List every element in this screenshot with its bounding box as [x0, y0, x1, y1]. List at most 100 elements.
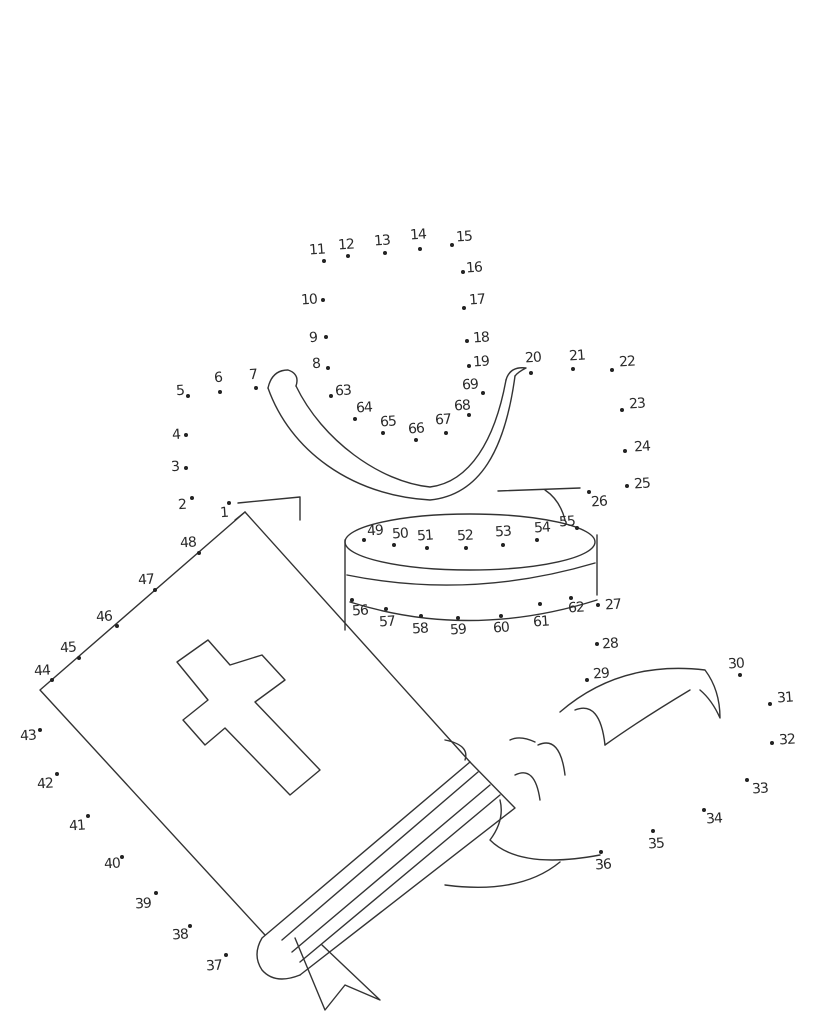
- dot-27: [596, 603, 600, 607]
- dot-43: [38, 728, 42, 732]
- dot-number-label: 24: [633, 438, 651, 456]
- dot-number-label: 23: [628, 395, 646, 413]
- dot-number-label: 34: [705, 810, 723, 828]
- dot-number-label: 26: [590, 493, 608, 511]
- dot-25: [625, 484, 629, 488]
- dot-68: [467, 413, 471, 417]
- dot-53: [501, 543, 505, 547]
- dot-number-label: 21: [568, 347, 586, 365]
- dot-5: [186, 394, 190, 398]
- dot-10: [321, 298, 325, 302]
- dot-47: [153, 588, 157, 592]
- dot-number-label: 14: [409, 226, 427, 244]
- dot-17: [462, 306, 466, 310]
- dot-number-label: 48: [179, 534, 197, 552]
- dot-number-label: 27: [604, 596, 622, 614]
- dot-11: [322, 259, 326, 263]
- dot-number-label: 32: [778, 731, 796, 749]
- dot-30: [738, 673, 742, 677]
- dot-18: [465, 339, 469, 343]
- dot-number-label: 62: [567, 599, 585, 617]
- dot-number-label: 17: [468, 291, 486, 309]
- dot-63: [329, 394, 333, 398]
- dot-number-label: 43: [19, 727, 37, 745]
- dot-number-label: 49: [366, 522, 384, 540]
- dot-6: [218, 390, 222, 394]
- dot-number-label: 65: [379, 413, 397, 431]
- dot-number-label: 38: [171, 926, 189, 944]
- dot-9: [324, 335, 328, 339]
- dot-50: [392, 543, 396, 547]
- dot-32: [770, 741, 774, 745]
- dot-51: [425, 546, 429, 550]
- dot-31: [768, 702, 772, 706]
- dot-48: [197, 551, 201, 555]
- dot-number-label: 8: [311, 355, 321, 373]
- dot-1: [227, 501, 231, 505]
- dot-number-label: 47: [137, 571, 155, 589]
- dot-number-label: 57: [378, 613, 396, 631]
- dot-number-label: 46: [95, 608, 113, 626]
- dot-number-label: 5: [175, 382, 185, 400]
- dot-28: [595, 642, 599, 646]
- dot-55: [575, 526, 579, 530]
- dot-number-label: 54: [533, 519, 551, 537]
- dot-number-label: 68: [453, 397, 471, 415]
- dot-34: [702, 808, 706, 812]
- dot-number-label: 22: [618, 353, 636, 371]
- dot-number-label: 25: [633, 475, 651, 493]
- dot-number-label: 16: [465, 259, 483, 277]
- dot-number-label: 59: [449, 621, 467, 639]
- dot-38: [188, 924, 192, 928]
- book-outline: [39, 511, 516, 1011]
- dot-59: [456, 616, 460, 620]
- dot-number-label: 39: [134, 895, 152, 913]
- dot-number-label: 58: [411, 620, 429, 638]
- dot-number-label: 60: [492, 619, 510, 637]
- dot-number-label: 41: [68, 817, 86, 835]
- dot-67: [444, 431, 448, 435]
- dot-8: [326, 366, 330, 370]
- dot-number-label: 4: [171, 426, 181, 444]
- dot-45: [77, 656, 81, 660]
- dot-number-label: 11: [308, 241, 326, 259]
- dot-number-label: 51: [416, 527, 434, 545]
- dot-number-label: 18: [472, 329, 490, 347]
- dot-number-label: 55: [558, 513, 576, 531]
- dot-26: [587, 490, 591, 494]
- dot-number-label: 31: [776, 689, 794, 707]
- dot-56: [350, 598, 354, 602]
- dot-29: [585, 678, 589, 682]
- dot-14: [418, 247, 422, 251]
- dot-number-label: 61: [532, 613, 550, 631]
- dot-64: [353, 417, 357, 421]
- dot-41: [86, 814, 90, 818]
- dot-number-label: 3: [170, 458, 180, 476]
- dot-39: [154, 891, 158, 895]
- dot-number-label: 45: [59, 639, 77, 657]
- dot-number-label: 56: [351, 602, 369, 620]
- dot-4: [184, 433, 188, 437]
- dot-2: [190, 496, 194, 500]
- dot-number-label: 64: [355, 399, 373, 417]
- dot-61: [538, 602, 542, 606]
- dot-number-label: 69: [461, 376, 479, 394]
- dot-number-label: 20: [524, 349, 542, 367]
- dot-58: [419, 614, 423, 618]
- dot-number-label: 13: [373, 232, 391, 250]
- dot-19: [467, 364, 471, 368]
- hand-outline: [444, 667, 721, 889]
- dot-number-label: 9: [308, 329, 318, 347]
- dot-13: [383, 251, 387, 255]
- dot-7: [254, 386, 258, 390]
- dot-number-label: 67: [434, 411, 452, 429]
- dot-60: [499, 614, 503, 618]
- dot-number-label: 30: [727, 655, 745, 673]
- dot-57: [384, 607, 388, 611]
- dot-24: [623, 449, 627, 453]
- dot-number-label: 42: [36, 775, 54, 793]
- dot-42: [55, 772, 59, 776]
- dot-number-label: 35: [647, 835, 665, 853]
